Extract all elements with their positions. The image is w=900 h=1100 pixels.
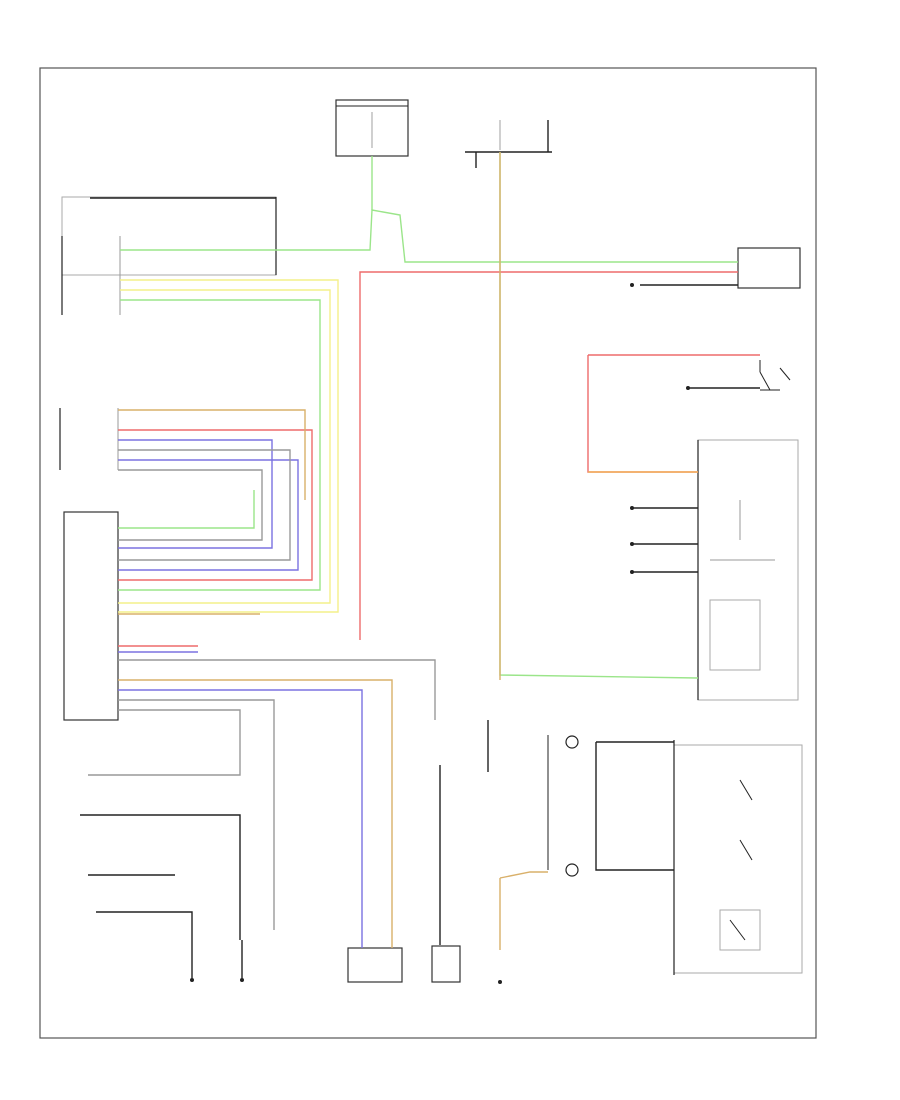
wire-tan-13 xyxy=(118,409,306,500)
diagram-frame xyxy=(39,67,817,1039)
wire-gray-28 xyxy=(118,659,436,720)
wire-gray-25 xyxy=(118,449,291,561)
steering-angle-sensor xyxy=(347,947,403,983)
wire-tan-15 xyxy=(118,679,393,948)
wire-gray-26 xyxy=(118,699,275,930)
wire-green-3 xyxy=(118,490,255,529)
switch-panel-lower-right xyxy=(673,740,803,975)
wire-black-29 xyxy=(80,814,241,940)
ground-g4 xyxy=(630,283,690,574)
wire-black-36 xyxy=(595,742,674,871)
wire-green-4 xyxy=(499,152,699,679)
wire-gray-27 xyxy=(88,709,241,776)
yaw-sensor-box xyxy=(431,945,461,983)
wire-black-31 xyxy=(96,911,193,978)
wire-red-9 xyxy=(118,429,313,581)
module-lower-left xyxy=(63,511,119,721)
fuse-box-top-right xyxy=(465,120,552,153)
ground-g3 xyxy=(498,980,502,984)
fuse-box-top-left xyxy=(335,99,409,157)
wire-gray-24 xyxy=(118,469,263,541)
wire-yellow-6 xyxy=(118,279,339,613)
wire-tan-16 xyxy=(499,871,548,879)
module-middle-left xyxy=(59,408,119,470)
module-upper-left xyxy=(61,196,277,315)
brake-switch xyxy=(759,360,791,391)
wire-blue-21 xyxy=(118,689,363,948)
wire-blue-20 xyxy=(118,459,299,571)
wire-green-5 xyxy=(118,299,321,591)
wire-yellow-7 xyxy=(118,289,331,604)
wire-red-8 xyxy=(359,271,738,640)
ground-g2 xyxy=(240,978,244,982)
component-top-right xyxy=(737,247,801,289)
wire-blue-19 xyxy=(118,439,273,549)
wires xyxy=(80,120,760,978)
wire-green-1 xyxy=(120,209,738,263)
wire-red-11 xyxy=(587,355,698,473)
instrument-cluster xyxy=(697,439,799,701)
ground-g1 xyxy=(190,978,194,982)
wheel-speed-sensor-center xyxy=(547,735,579,877)
